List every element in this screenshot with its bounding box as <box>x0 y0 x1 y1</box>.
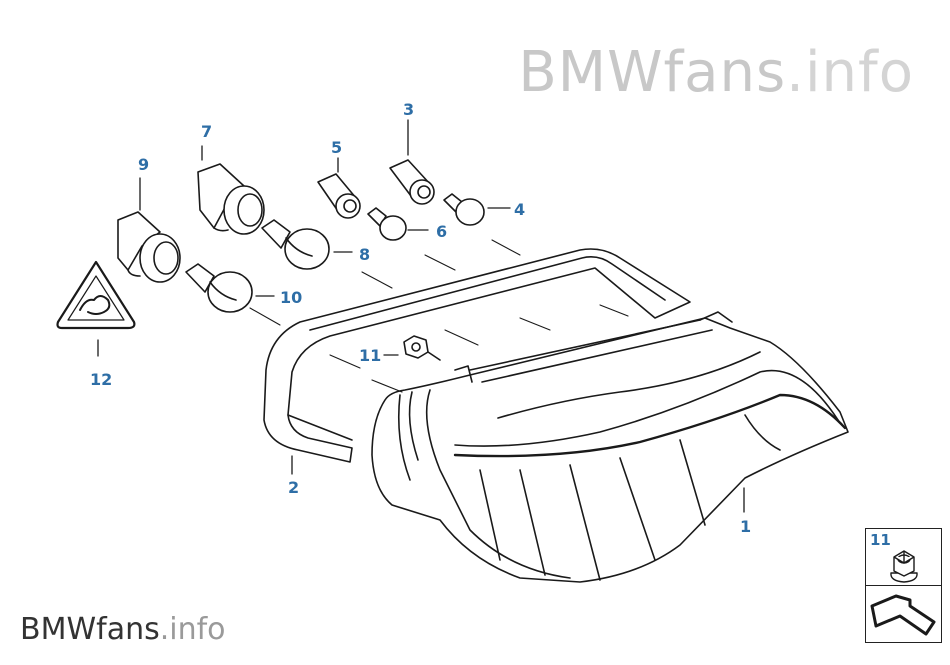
callout-10: 10 <box>280 288 303 307</box>
callout-2: 2 <box>288 478 300 497</box>
bulb-6 <box>367 207 407 241</box>
legend-box: 11 <box>865 528 942 643</box>
bulb-5 <box>317 173 361 219</box>
nut-part-11 <box>403 335 441 361</box>
callout-9: 9 <box>138 155 150 174</box>
tail-light-housing <box>371 311 849 583</box>
callout-12: 12 <box>90 370 113 389</box>
callout-11: 11 <box>359 346 382 365</box>
legend-gasket-cell <box>865 585 942 643</box>
bulb-socket-9 <box>117 211 181 283</box>
legend-number: 11 <box>870 531 891 549</box>
gasket-frame <box>263 248 691 463</box>
callout-4: 4 <box>514 200 526 219</box>
watermark-brand: BMWfans <box>20 612 160 647</box>
callout-7: 7 <box>201 122 213 141</box>
bulb-3 <box>389 159 435 205</box>
watermark-suffix: .info <box>786 40 914 105</box>
callout-3: 3 <box>403 100 415 119</box>
bulb-4 <box>443 193 485 226</box>
watermark-suffix: .info <box>159 612 226 647</box>
leader-dashes <box>249 239 629 393</box>
callout-8: 8 <box>359 245 371 264</box>
watermark-brand: BMWfans <box>518 40 787 105</box>
callout-leaders <box>97 119 745 513</box>
bulb-8 <box>261 219 330 270</box>
bulb-10 <box>185 263 253 313</box>
nut-icon <box>890 550 918 583</box>
bulb-socket-7 <box>197 163 265 235</box>
gasket-shape-icon <box>870 594 936 636</box>
watermark-bottom: BMWfans.info <box>20 612 226 647</box>
callout-1: 1 <box>740 517 752 536</box>
callout-6: 6 <box>436 222 448 241</box>
warning-label-12 <box>56 260 136 330</box>
watermark-top: BMWfans.info <box>518 40 914 105</box>
legend-nut-cell: 11 <box>865 528 942 586</box>
callout-5: 5 <box>331 138 343 157</box>
